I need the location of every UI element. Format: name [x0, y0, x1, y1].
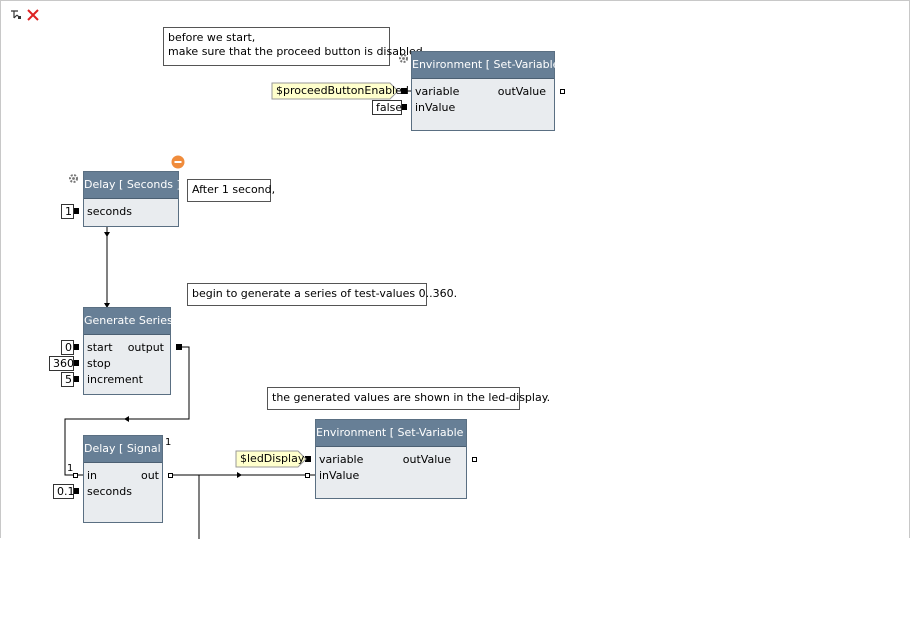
port-outvalue-label: outValue — [402, 453, 451, 466]
port-out-label: out — [140, 469, 159, 482]
signal-count-badge: 1 — [165, 437, 172, 448]
env-set-variable-node-1[interactable]: Environment [ Set-Variable ] variable in… — [411, 51, 567, 131]
port-invalue-label: inValue — [415, 101, 456, 114]
close-x-icon[interactable] — [26, 8, 40, 22]
seconds-input[interactable]: 1 — [61, 204, 74, 219]
port-seconds-in[interactable] — [73, 208, 79, 214]
env-set-variable-node-2[interactable]: Environment [ Set-Variable ] variable in… — [315, 419, 471, 499]
port-in-in[interactable] — [73, 473, 78, 478]
port-start-in[interactable] — [73, 344, 79, 350]
gear-icon[interactable] — [398, 53, 409, 64]
port-seconds-label: seconds — [87, 485, 132, 498]
node-title[interactable]: Delay [ Signal ] — [84, 436, 168, 463]
port-outvalue-out[interactable] — [560, 89, 565, 94]
comment-led-display[interactable]: the generated values are shown in the le… — [267, 387, 550, 410]
port-in-label: in — [87, 469, 98, 482]
comment-generate-series[interactable]: begin to generate a series of test-value… — [187, 283, 457, 306]
remove-node-icon[interactable] — [171, 155, 185, 169]
node-title[interactable]: Environment [ Set-Variable ] — [316, 420, 471, 447]
port-out-out[interactable] — [168, 473, 173, 478]
stop-input[interactable]: 360 — [49, 356, 74, 371]
port-output-label: output — [127, 341, 164, 354]
port-increment-in[interactable] — [73, 376, 79, 382]
port-increment-label: increment — [87, 373, 143, 386]
port-variable-label: variable — [319, 453, 364, 466]
port-variable-in[interactable] — [305, 456, 311, 462]
node-title[interactable]: Environment [ Set-Variable ] — [412, 52, 567, 79]
delay-signal-node[interactable]: Delay [ Signal ] in seconds out — [83, 435, 168, 523]
port-invalue-in[interactable] — [305, 473, 310, 478]
port-variable-label: variable — [415, 85, 460, 98]
connection-wires — [64, 90, 411, 539]
graph-canvas[interactable]: before we start, make sure that the proc… — [0, 0, 910, 539]
port-stop-label: stop — [87, 357, 111, 370]
port-stop-in[interactable] — [73, 360, 79, 366]
gear-icon[interactable] — [68, 173, 79, 184]
port-seconds-in[interactable] — [73, 488, 79, 494]
variable-tag-proceed[interactable]: $proceedButtonEnabled — [271, 82, 413, 100]
port-outvalue-out[interactable] — [472, 457, 477, 462]
pin-icon[interactable] — [9, 8, 23, 22]
increment-input[interactable]: 5 — [61, 372, 74, 387]
port-outvalue-label: outValue — [497, 85, 546, 98]
comment-after-1-second[interactable]: After 1 second, — [187, 179, 275, 202]
variable-tag-label: $ledDisplay — [240, 452, 305, 465]
start-input[interactable]: 0 — [61, 340, 74, 355]
comment-proceed-disabled[interactable]: before we start, make sure that the proc… — [163, 27, 423, 66]
port-seconds-label: seconds — [87, 205, 132, 218]
port-variable-in[interactable] — [401, 88, 407, 94]
port-output-out[interactable] — [176, 344, 182, 350]
delay-seconds-node[interactable]: Delay [ Seconds ] seconds — [83, 171, 181, 227]
in-count-badge: 1 — [67, 463, 74, 474]
variable-tag-label: $proceedButtonEnabled — [276, 84, 409, 97]
port-invalue-in[interactable] — [401, 104, 407, 110]
port-start-label: start — [87, 341, 113, 354]
port-invalue-label: inValue — [319, 469, 360, 482]
variable-tag-led[interactable]: $ledDisplay — [235, 450, 308, 468]
seconds-input[interactable]: 0.1 — [53, 484, 75, 499]
node-title[interactable]: Generate Series — [84, 308, 173, 335]
node-title[interactable]: Delay [ Seconds ] — [84, 172, 181, 199]
generate-series-node[interactable]: Generate Series start stop increment out… — [83, 307, 173, 395]
invalue-input[interactable]: false — [372, 100, 402, 115]
